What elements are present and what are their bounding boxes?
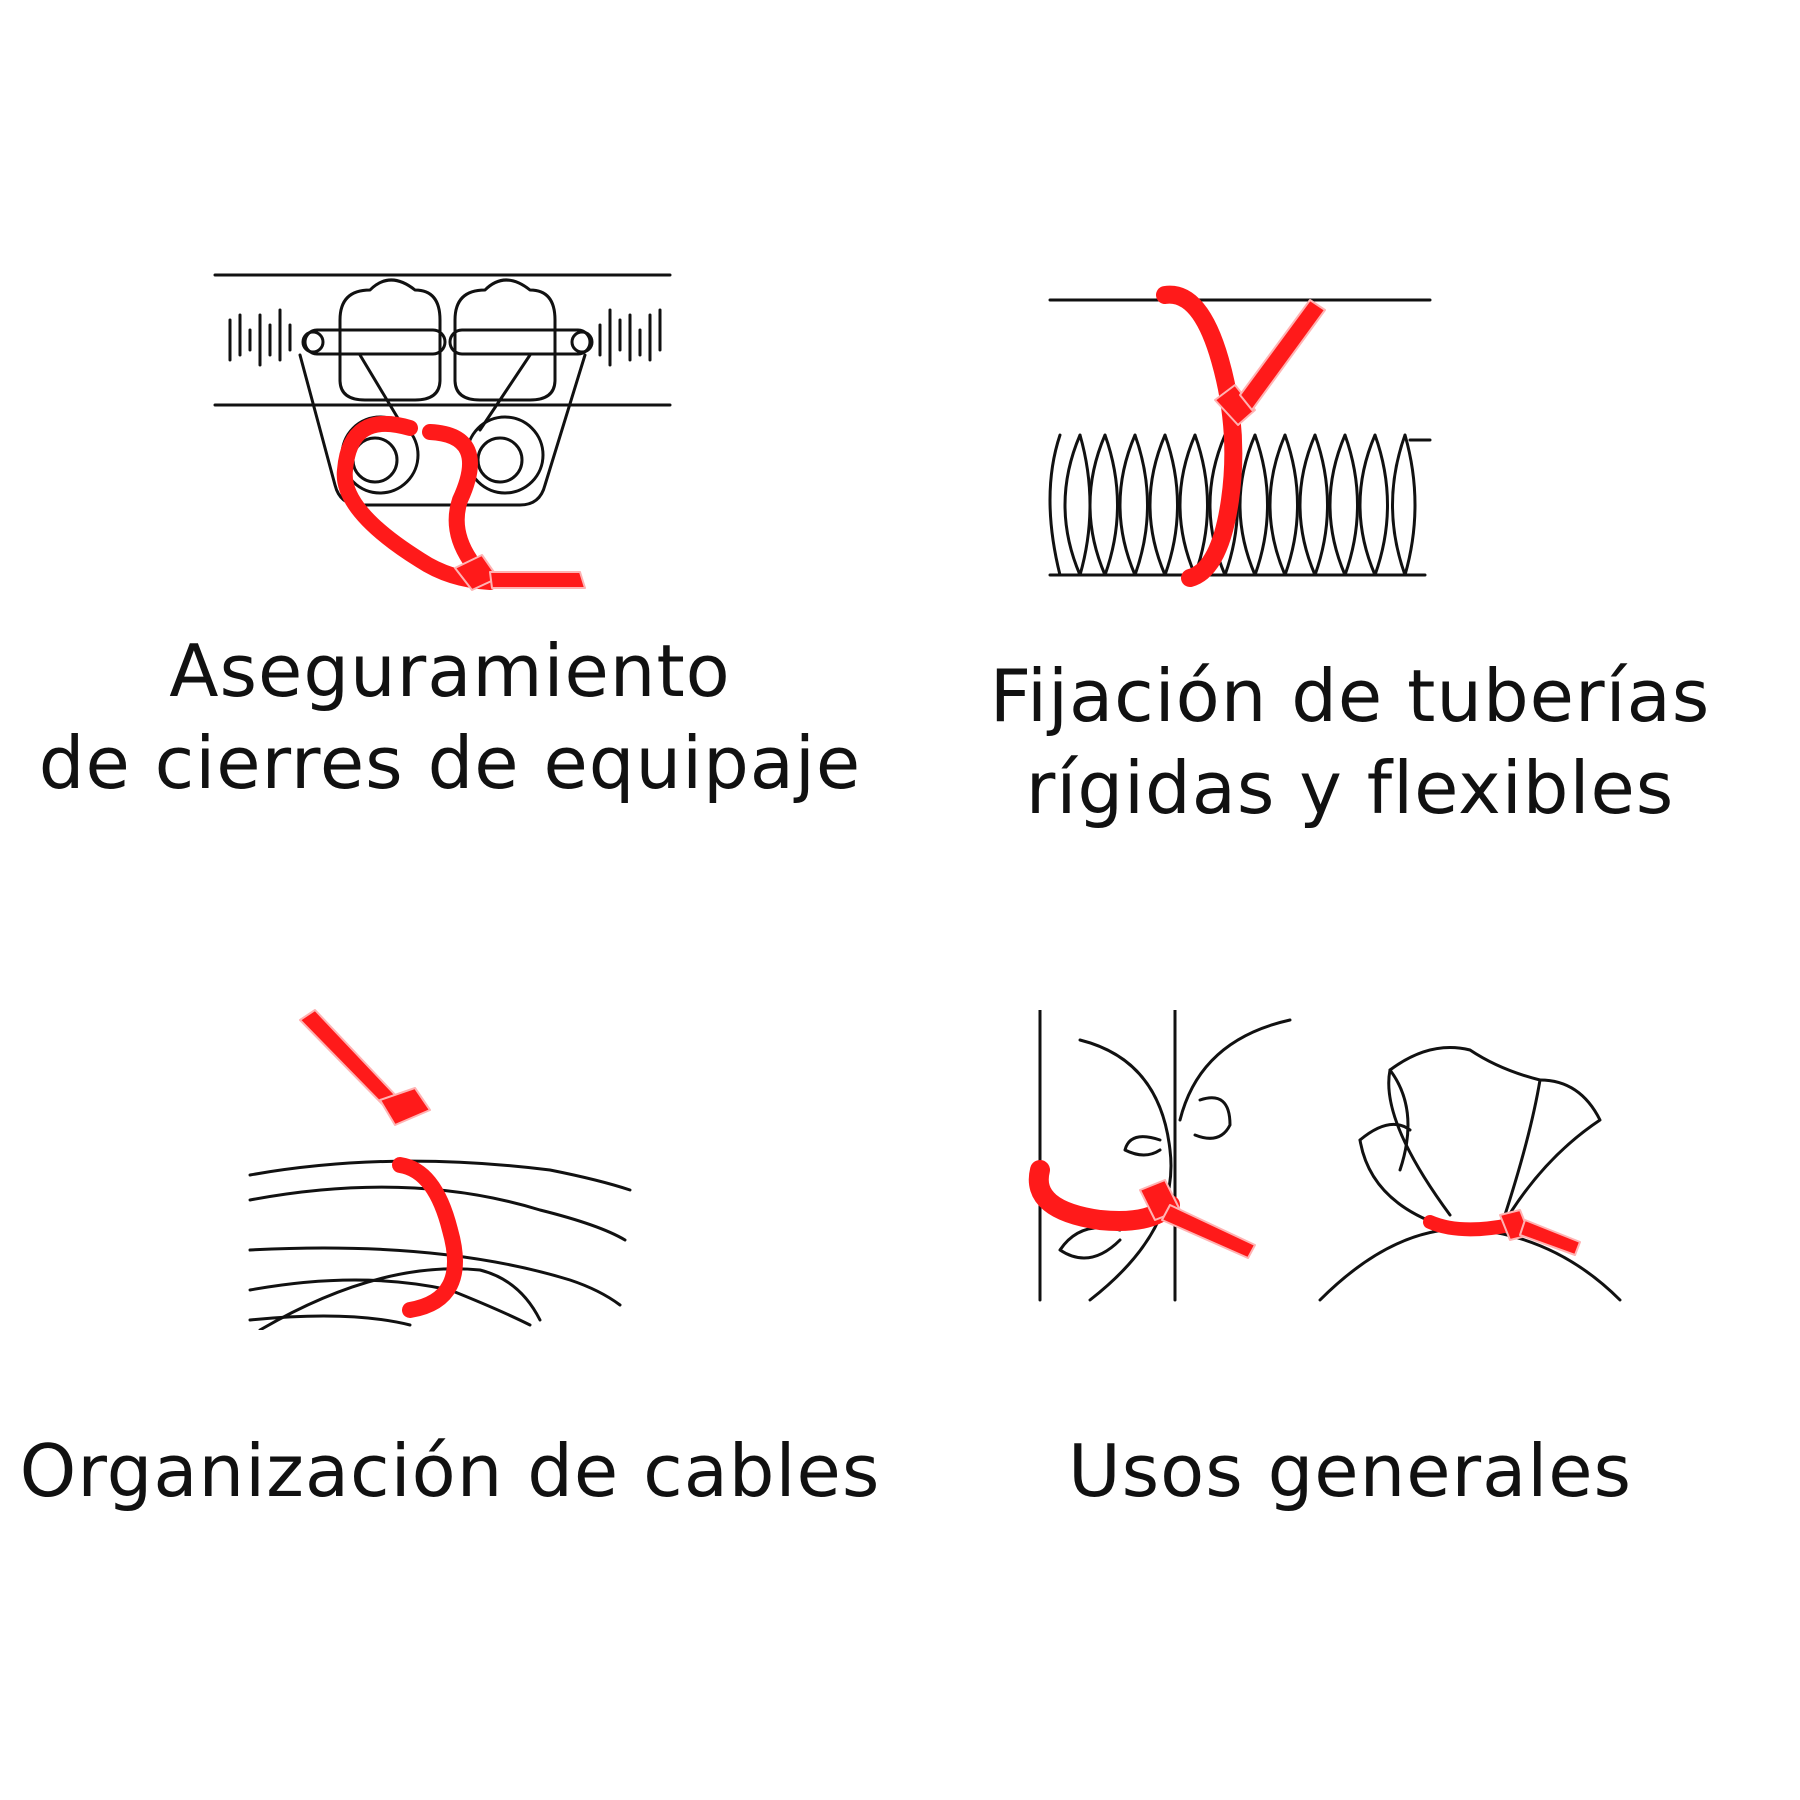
panel-pipes: Fijación de tuberías rígidas y flexibles <box>900 0 1800 900</box>
caption-pipes: Fijación de tuberías rígidas y flexibles <box>900 650 1800 834</box>
caption-line: Usos generales <box>1067 1429 1633 1513</box>
panel-luggage: Aseguramiento de cierres de equipaje <box>0 0 900 900</box>
caption-cables: Organización de cables <box>0 1425 900 1517</box>
caption-general: Usos generales <box>900 1425 1800 1517</box>
caption-line: Organización de cables <box>19 1429 881 1513</box>
luggage-zipper-icon <box>213 273 672 591</box>
caption-line: rígidas y flexibles <box>1025 746 1675 830</box>
flexible-pipe-icon <box>1048 285 1432 587</box>
caption-line: Fijación de tuberías <box>989 654 1711 738</box>
panel-general: Usos generales <box>900 900 1800 1800</box>
caption-line: Aseguramiento <box>169 629 731 713</box>
cable-bundle-icon <box>248 1009 632 1330</box>
caption-luggage: Aseguramiento de cierres de equipaje <box>0 625 900 809</box>
panel-cables: Organización de cables <box>0 900 900 1800</box>
caption-line: de cierres de equipaje <box>38 721 862 805</box>
plant-and-bag-icon <box>1028 1010 1622 1302</box>
